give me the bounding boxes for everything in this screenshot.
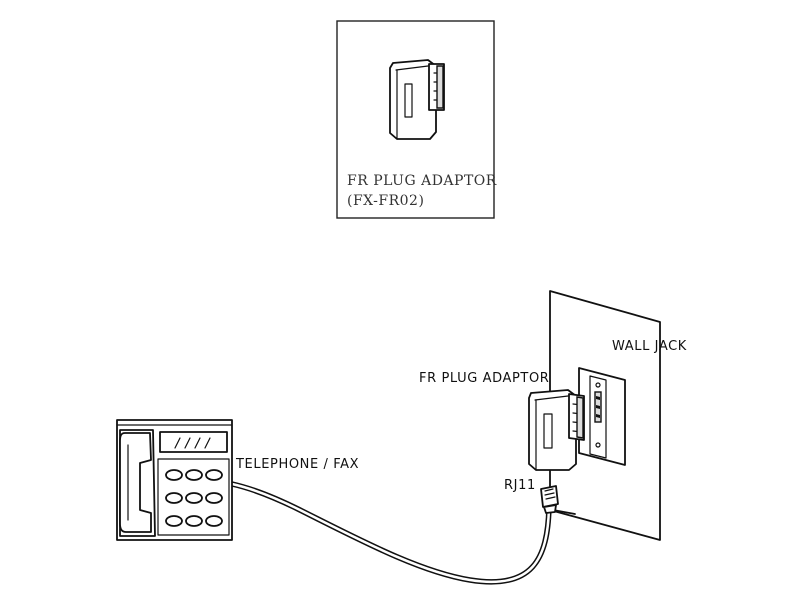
inset-label-name: FR PLUG ADAPTOR (347, 173, 497, 189)
telephone-illustration (116, 419, 233, 541)
inset-adaptor-illustration (389, 59, 445, 140)
wall-jack-label: WALL JACK (612, 339, 687, 354)
adaptor-illustration (528, 389, 585, 471)
fr-plug-adaptor-label: FR PLUG ADAPTOR (419, 371, 550, 386)
rj11-label: RJ11 (504, 478, 536, 493)
wall-jack-illustration (578, 367, 626, 466)
phone-cord (229, 481, 576, 585)
inset-label-model: (FX-FR02) (347, 193, 425, 209)
telephone-fax-label: TELEPHONE / FAX (236, 457, 360, 472)
rj11-plug-illustration (540, 485, 559, 514)
